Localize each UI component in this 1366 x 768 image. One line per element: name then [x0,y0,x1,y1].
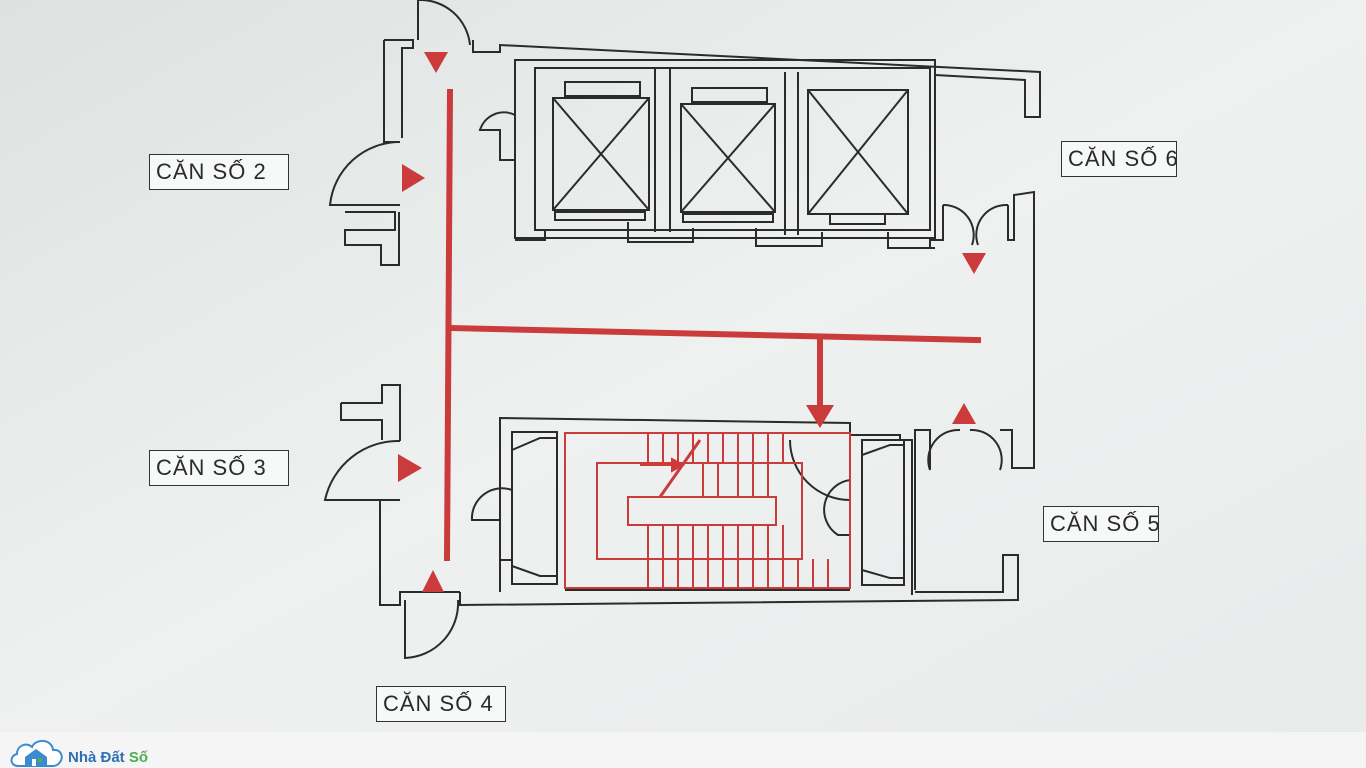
floor-plan-drawing [0,0,1366,732]
paper-background [0,0,1366,732]
arrow-into-stair [806,405,834,428]
door-arc-unit-2 [328,140,401,206]
wall-stub-unit-6 [929,205,944,248]
elevator-car-1 [552,97,650,211]
watermark-bar [0,732,1366,768]
door-arc-unit-6a [942,203,975,246]
staircase [564,432,851,589]
elevator-car-2 [680,103,776,213]
elevator-car-3 [807,89,909,215]
wall-stub-unit-2 [344,211,400,266]
stair-cut-line [658,439,702,498]
watermark-logo-text: Nhà Đất Số [68,750,148,766]
route-horizontal-main [446,324,982,344]
arrow-unit-2 [402,164,425,192]
walls [323,0,1041,660]
label-unit-5: CĂN SỐ 5 [1043,506,1160,542]
wall-left-lower [379,500,460,606]
door-arc-unit-5a [927,428,961,471]
stair-up-arrow-head [671,457,686,473]
stair-left-room [511,431,558,585]
evacuation-arrows [398,52,986,592]
watermark-part-2: Số [128,749,149,766]
watermark-part-1: Nhà Đất [68,749,129,766]
stair-entry-door [789,439,851,501]
wall-stub-unit-5 [914,429,931,590]
wall-stub-unit-3 [341,384,401,441]
label-unit-2: CĂN SỐ 2 [149,154,289,190]
stair-inner-landing [596,462,803,560]
wall-stub-unit-3-inner [340,403,383,440]
elevator-core-outer [514,59,936,239]
label-unit-6: CĂN SỐ 6 [1061,141,1178,177]
arrow-bottom-up [422,570,444,592]
stair-block [470,416,913,595]
door-arc-bottom [404,599,460,660]
door-arc-top [418,0,471,46]
door-arc-unit-5b [969,428,1003,471]
wall-left-upper [384,39,414,138]
arrow-unit-3 [398,454,422,482]
elevator-block [478,59,936,249]
arrow-unit-5 [952,403,976,424]
arrow-unit-6 [962,253,986,274]
stair-left-door [470,487,513,561]
evacuation-route [443,88,982,562]
stair-right-door [823,479,851,536]
door-arc-unit-3 [323,439,401,501]
door-arc-unit-6b [975,203,1009,246]
arrow-top-down [424,52,448,73]
stair-right-room [861,439,905,586]
stair-core-outer [499,416,913,595]
right-walls [914,190,1035,590]
elevator-core-inner [534,67,931,231]
stair-treads [647,433,829,588]
wall-top [472,40,1041,118]
house-cloud-icon [10,740,63,767]
wall-bottom [459,554,1019,607]
wall-right [1000,190,1035,469]
label-unit-4: CĂN SỐ 4 [376,686,506,722]
label-unit-3: CĂN SỐ 3 [149,450,289,486]
